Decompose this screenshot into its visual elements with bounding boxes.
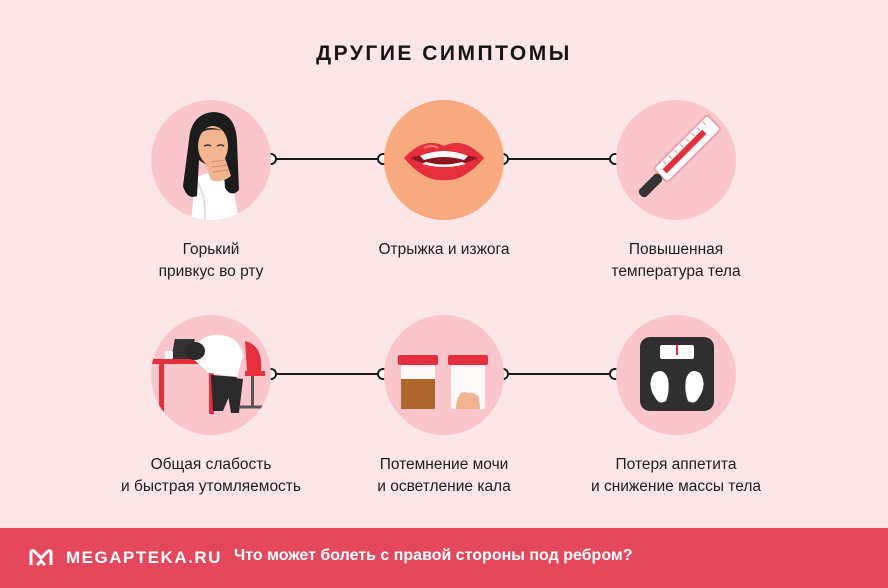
page-title: ДРУГИЕ СИМПТОМЫ [316, 42, 572, 65]
symptom-label: Общая слабость и быстрая утомляемость [121, 456, 301, 495]
symptom-label: Горький привкус во рту [158, 241, 264, 280]
symptom-label: Потеря аппетита и снижение массы тела [591, 456, 761, 495]
connector-line [272, 158, 382, 160]
tired-worker-icon [151, 315, 271, 435]
brand-name: MEGAPTEKA.RU [66, 548, 222, 567]
symptom-label: Повышенная температура тела [611, 241, 741, 280]
connector-line [272, 373, 382, 375]
thermometer-icon [616, 100, 736, 220]
symptoms-row-1: Горький привкус во рту Отрыжка и изжога … [0, 98, 888, 280]
connector-line [504, 158, 614, 160]
related-article-link[interactable]: Что может болеть с правой стороны под ре… [234, 547, 633, 564]
connector-line [504, 373, 614, 375]
symptom-label: Потемнение мочи и осветление кала [377, 456, 511, 495]
footer-bar: MEGAPTEKA.RU Что может болеть с правой с… [0, 528, 888, 588]
symptom-label: Отрыжка и изжога [378, 241, 510, 258]
mouth-icon [384, 100, 504, 220]
brand-logo-icon [29, 549, 53, 567]
brand[interactable]: MEGAPTEKA.RU [28, 545, 222, 571]
sample-jars-icon [384, 315, 504, 435]
symptoms-row-2: Общая слабость и быстрая утомляемость По… [0, 313, 888, 495]
scale-icon [616, 315, 736, 435]
woman-nausea-icon [151, 100, 271, 220]
